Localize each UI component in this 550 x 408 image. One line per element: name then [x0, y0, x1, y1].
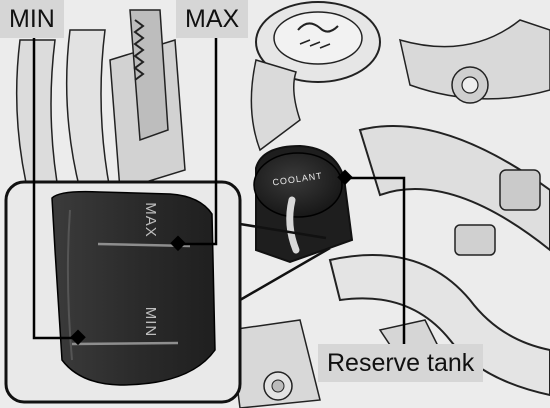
min-callout-label: MIN	[0, 0, 64, 38]
tank-min-marking: MIN	[142, 307, 159, 338]
tank-max-marking: MAX	[142, 202, 159, 238]
max-leader-line	[178, 38, 218, 246]
reserve-tank-callout-label: Reserve tank	[318, 344, 484, 382]
min-leader-line	[32, 38, 78, 340]
reserve-tank-leader-line	[345, 176, 406, 344]
max-callout-label: MAX	[176, 0, 249, 38]
